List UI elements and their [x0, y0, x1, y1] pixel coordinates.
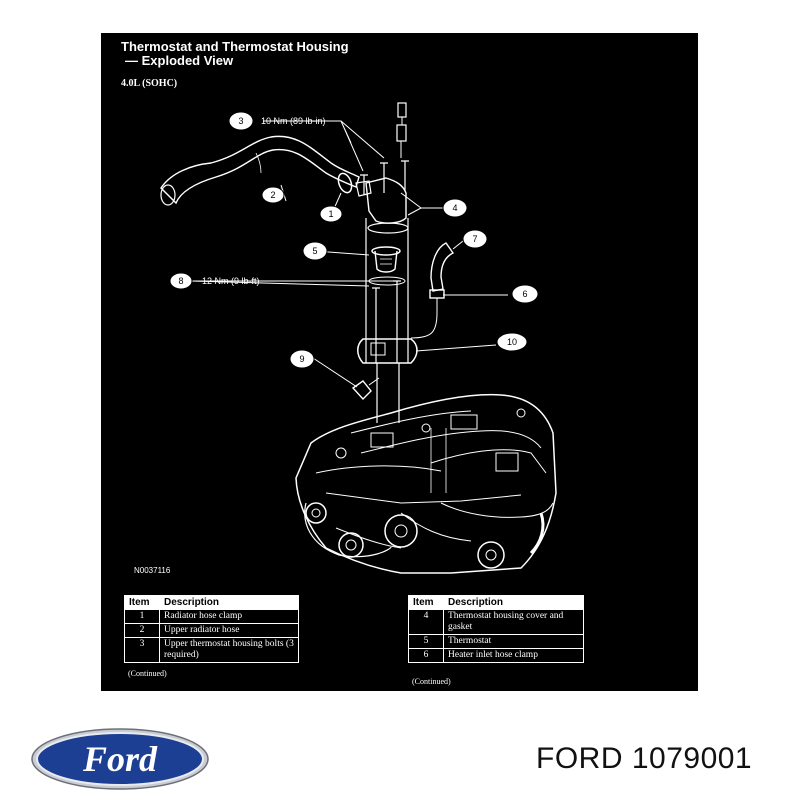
legend-item-number: 6	[408, 648, 444, 663]
figure-id: N0037116	[134, 566, 171, 575]
table-row: 3 Upper thermostat housing bolts (3 requ…	[124, 637, 299, 663]
temperature-sensor	[351, 380, 372, 401]
legend-item-number: 4	[408, 609, 444, 635]
diagram-title-line2: — Exploded View	[125, 53, 234, 68]
callout-6-number: 6	[522, 289, 527, 299]
legend-item-description: Upper thermostat housing bolts (3 requir…	[159, 637, 299, 663]
legend-left-header-desc: Description	[159, 595, 299, 610]
table-row: 1 Radiator hose clamp	[124, 609, 299, 624]
pulley-left	[305, 502, 327, 524]
callout-5-number: 5	[312, 246, 317, 256]
pulley-right	[477, 541, 505, 569]
legend-item-description: Heater inlet hose clamp	[443, 648, 584, 663]
table-row: 2 Upper radiator hose	[124, 623, 299, 638]
heater-inlet-hose-clamp	[429, 289, 445, 299]
callout-9-oval	[289, 349, 315, 369]
callout-8-number: 8	[178, 276, 183, 286]
heater-inlet-hose	[430, 242, 455, 292]
thermostat	[374, 250, 398, 273]
callout-3-torque: 10 Nm (89 lb-in)	[261, 116, 326, 126]
legend-table-left: Item Description 1 Radiator hose clamp 2…	[124, 595, 299, 663]
legend-item-number: 3	[124, 637, 160, 663]
callout-2-oval	[261, 186, 285, 204]
callout-8-oval	[169, 272, 193, 290]
diagram-subtitle: 4.0L (SOHC)	[121, 78, 178, 89]
legend-item-number: 1	[124, 609, 160, 624]
part-number-label: FORD 1079001	[536, 742, 753, 775]
legend-item-number: 5	[408, 634, 444, 649]
upper-radiator-hose	[160, 135, 360, 205]
callout-9-number: 9	[299, 354, 304, 364]
legend-right-header-item: Item	[408, 595, 444, 610]
pulley-lower	[384, 514, 418, 548]
legend-table-right: Item Description 4 Thermostat housing co…	[408, 595, 584, 663]
callout-6-oval	[511, 284, 539, 304]
callout-4-oval	[442, 198, 468, 218]
ford-logo: Ford	[31, 728, 209, 790]
thermostat-housing-cover	[365, 177, 407, 224]
callout-10-oval	[496, 332, 528, 352]
callout-1-number: 1	[328, 209, 333, 219]
callout-7-number: 7	[472, 234, 477, 244]
table-row: 6 Heater inlet hose clamp	[408, 648, 584, 663]
table-row: 4 Thermostat housing cover and gasket	[408, 609, 584, 635]
exploded-view-illustration: 3 2 1 4 5 7 6 8 10 9 10 Nm (89 lb-in) 12…	[160, 102, 557, 574]
radiator-hose-clamp	[337, 172, 353, 194]
callout-1-oval	[319, 205, 343, 223]
legend-item-description: Upper radiator hose	[159, 623, 299, 638]
legend-right-continued: (Continued)	[412, 677, 451, 686]
diagram-panel: Thermostat and Thermostat Housing — Expl…	[101, 33, 698, 691]
legend-left-header-item: Item	[124, 595, 160, 610]
callout-7-oval	[462, 229, 488, 249]
pulley-center	[338, 532, 364, 558]
callout-4-number: 4	[452, 203, 457, 213]
legend-item-description: Radiator hose clamp	[159, 609, 299, 624]
diagram-title-line1: Thermostat and Thermostat Housing	[121, 39, 349, 54]
legend-item-description: Thermostat housing cover and gasket	[443, 609, 584, 635]
callout-5-oval	[302, 241, 328, 261]
callout-8-torque: 12 Nm (9 lb-ft)	[202, 276, 260, 286]
callout-3-number: 3	[238, 116, 243, 126]
legend-right-header-desc: Description	[443, 595, 584, 610]
legend-item-number: 2	[124, 623, 160, 638]
thermostat-housing	[357, 338, 418, 364]
callout-2-number: 2	[270, 190, 275, 200]
legend-item-description: Thermostat	[443, 634, 584, 649]
table-row: 5 Thermostat	[408, 634, 584, 649]
engine-block	[295, 393, 557, 574]
callout-10-number: 10	[507, 337, 517, 347]
callout-3-oval	[228, 111, 254, 131]
ford-logo-script: Ford	[82, 739, 158, 779]
legend-left-continued: (Continued)	[128, 669, 167, 678]
